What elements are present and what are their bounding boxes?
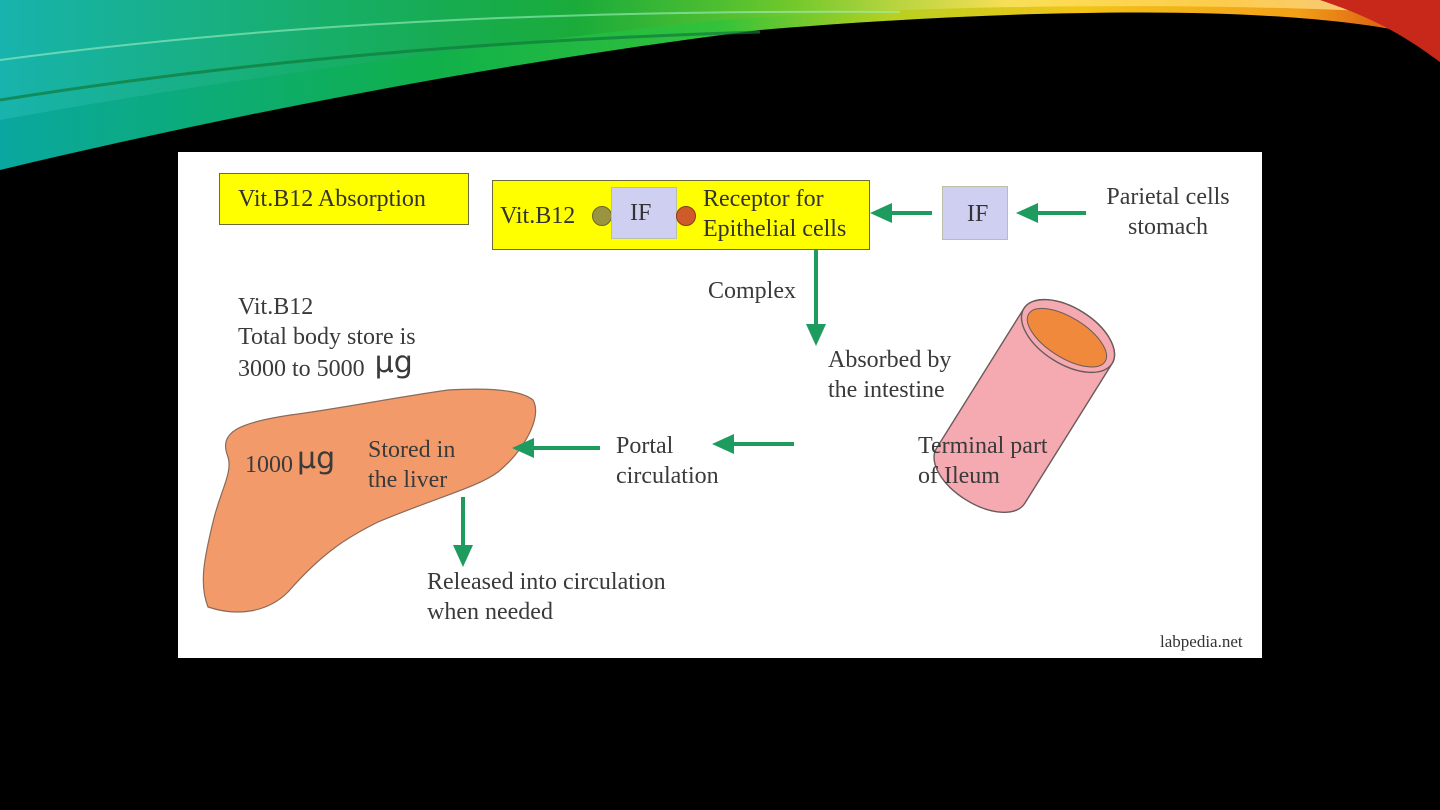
diagram-title: Vit.B12 Absorption bbox=[238, 186, 426, 212]
arrow-parietal-to-if bbox=[1016, 203, 1086, 223]
complex-vit-label: Vit.B12 bbox=[500, 203, 576, 229]
liver-amount-value: 1000 bbox=[245, 452, 293, 478]
parietal-label: Parietal cells stomach bbox=[1106, 184, 1230, 240]
arrow-if-to-receptor bbox=[870, 203, 932, 223]
b12-dot bbox=[592, 206, 612, 226]
complex-box: Vit.B12 IF Receptor for Epithelial cells bbox=[492, 180, 870, 250]
arrow-portal-to-liver bbox=[512, 438, 600, 458]
decorative-banner bbox=[0, 0, 1440, 170]
arrow-liver-down bbox=[453, 497, 473, 567]
store-unit: μg bbox=[374, 345, 413, 380]
title-box: Vit.B12 Absorption bbox=[219, 173, 469, 225]
store-line-1: Vit.B12 bbox=[238, 294, 314, 320]
complex-if-box: IF bbox=[611, 187, 677, 239]
store-line-3: 3000 to 5000 bbox=[238, 356, 365, 382]
released-label: Released into circulation when needed bbox=[427, 569, 666, 625]
portal-label: Portal circulation bbox=[616, 433, 719, 489]
complex-label: Complex bbox=[708, 278, 796, 304]
if-box: IF bbox=[942, 186, 1008, 240]
store-line-2: Total body store is bbox=[238, 324, 416, 350]
receptor-label: Receptor for Epithelial cells bbox=[703, 186, 847, 242]
terminal-ileum-label: Terminal part of Ileum bbox=[918, 433, 1048, 489]
liver-label: Stored in the liver bbox=[368, 437, 456, 493]
liver-shape bbox=[202, 388, 537, 613]
credit-text: labpedia.net bbox=[1160, 632, 1243, 651]
receptor-dot bbox=[676, 206, 696, 226]
if-box-label: IF bbox=[967, 201, 989, 227]
arrow-complex-down bbox=[806, 250, 826, 346]
diagram-shapes bbox=[202, 203, 1116, 613]
liver-amount-unit: μg bbox=[297, 441, 336, 476]
arrow-intestine-to-portal bbox=[712, 434, 794, 454]
diagram-panel: Vit.B12 Absorption Vit.B12 IF Receptor f… bbox=[178, 152, 1262, 658]
store-text: Vit.B12 Total body store is 3000 to 5000… bbox=[238, 292, 416, 386]
intestine-shape bbox=[933, 298, 1116, 513]
liver-amount: 1000 μg bbox=[245, 444, 335, 480]
complex-if-label: IF bbox=[630, 200, 652, 226]
absorbed-label: Absorbed by the intestine bbox=[828, 347, 952, 403]
